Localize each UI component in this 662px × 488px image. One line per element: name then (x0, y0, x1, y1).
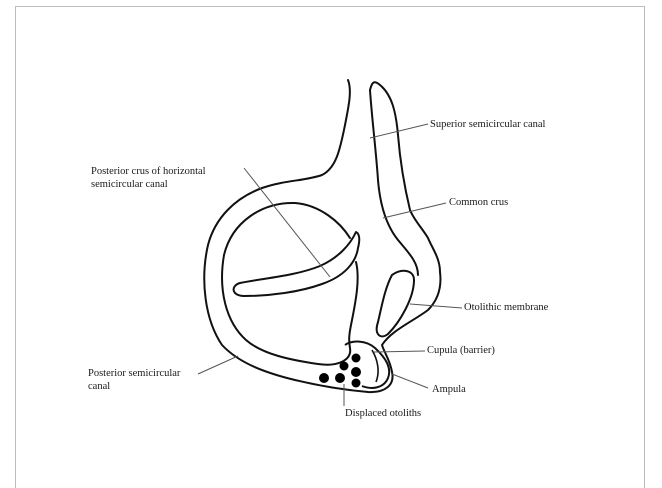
label-common-crus: Common crus (449, 197, 508, 209)
label-superior-canal: Superior semicircular canal (430, 119, 545, 131)
label-posterior-canal-line1: Posterior semicircular (88, 368, 180, 380)
otolith-dot (351, 367, 361, 377)
superior-canal-cap (370, 90, 418, 275)
leader-posterior-canal (198, 356, 238, 374)
otolith-dot (340, 362, 349, 371)
label-cupula: Cupula (barrier) (427, 345, 495, 357)
displaced-otoliths (319, 354, 361, 388)
leader-common-crus (383, 203, 446, 218)
posterior-canal-inner (222, 203, 358, 365)
labyrinth-outer-outline (204, 80, 440, 392)
cupula-shape (372, 350, 378, 382)
otolith-dot (352, 354, 361, 363)
otolith-dot (352, 379, 361, 388)
label-posterior-crus-line2: semicircular canal (91, 179, 168, 191)
otolithic-membrane-shape (377, 271, 414, 336)
otolith-dot (319, 373, 329, 383)
label-posterior-canal-line2: canal (88, 381, 110, 393)
horizontal-canal (234, 232, 360, 296)
label-otolithic-membrane: Otolithic membrane (464, 302, 548, 314)
label-ampula: Ampula (432, 384, 466, 396)
leader-cupula (374, 351, 425, 352)
leader-otolithic-membrane (410, 304, 462, 308)
label-posterior-crus-line1: Posterior crus of horizontal (91, 166, 206, 178)
label-displaced-otoliths: Displaced otoliths (345, 408, 421, 420)
leader-posterior-crus (244, 168, 330, 277)
otolith-dot (335, 373, 345, 383)
leader-ampula (392, 374, 428, 388)
